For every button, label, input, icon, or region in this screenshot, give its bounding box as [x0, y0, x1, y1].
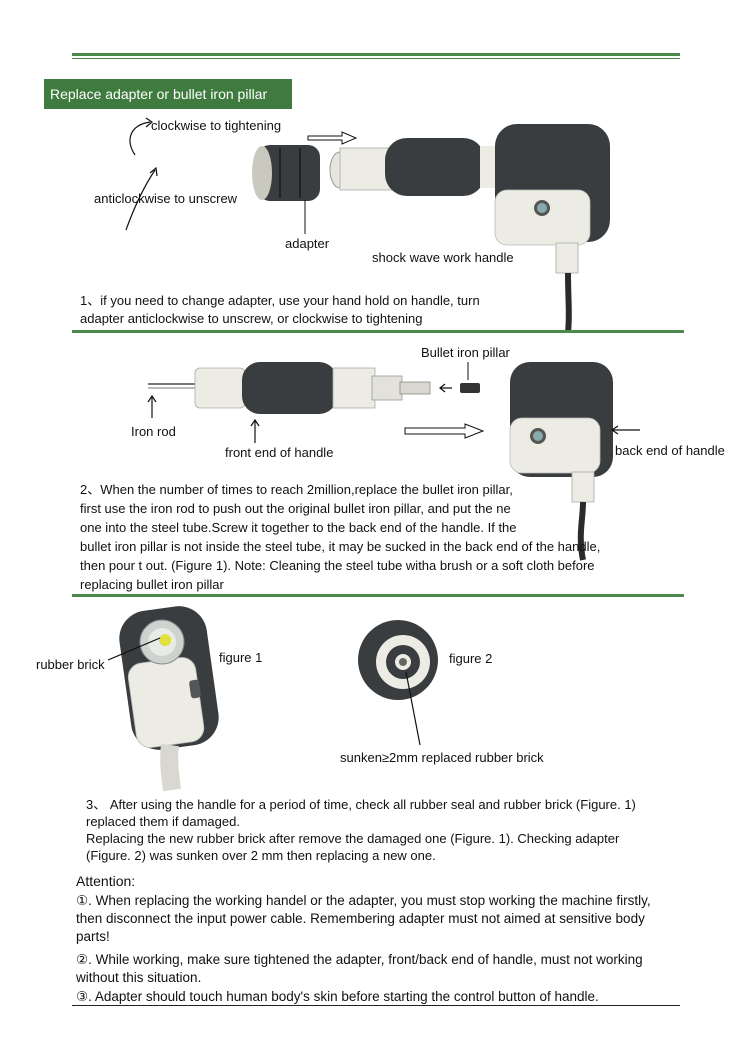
sunken-label: sunken≥2mm replaced rubber brick	[340, 750, 544, 765]
top-divider	[72, 53, 680, 56]
section-divider	[72, 330, 684, 333]
handle-label: shock wave work handle	[372, 250, 514, 265]
attention-item1-line1: ①. When replacing the working handel or …	[76, 893, 651, 908]
cable-icon	[577, 501, 586, 561]
attention-item1-line3: parts!	[76, 929, 110, 944]
direction-arrow-icon	[307, 131, 358, 145]
step1-line1: 1、if you need to change adapter, use you…	[80, 293, 480, 308]
front-end-icon	[194, 362, 431, 414]
section3-illustration	[107, 606, 438, 792]
step2-line: one into the steel tube.Screw it togethe…	[80, 520, 517, 535]
attention-item2-line1: ②. While working, make sure tightened th…	[76, 952, 643, 967]
clockwise-label: clockwise to tightening	[151, 118, 282, 133]
step2-line: then pour t out. (Figure 1). Note: Clean…	[80, 558, 595, 573]
step3-line: Replacing the new rubber brick after rem…	[86, 831, 620, 846]
step3-line: replaced them if damaged.	[86, 814, 240, 829]
adapter-icon	[252, 145, 320, 201]
cable-icon	[565, 272, 572, 333]
step1-line2: adapter anticlockwise to unscrew, or clo…	[80, 311, 423, 326]
attention-item1-line2: then disconnect the input power cable. R…	[76, 911, 645, 926]
back-end-icon	[509, 362, 613, 503]
bullet-pillar-icon	[460, 383, 480, 393]
step2-line: bullet iron pillar is not inside the ste…	[80, 539, 601, 554]
rubber-brick-icon	[159, 634, 171, 646]
figure2-adapter-icon	[358, 620, 438, 700]
step3-line: 3、 After using the handle for a period o…	[86, 797, 636, 812]
section1-illustration	[125, 117, 610, 333]
attention-title: Attention:	[76, 873, 136, 889]
anticlockwise-label: anticlockwise to unscrew	[94, 191, 238, 206]
figure1-label: figure 1	[219, 650, 263, 665]
figure1-handle-icon	[119, 606, 219, 792]
bottom-divider	[72, 1005, 680, 1006]
section-heading: Replace adapter or bullet iron pillar	[44, 79, 292, 109]
step3-line: (Figure. 2) was sunken over 2 mm then re…	[86, 848, 436, 863]
bullet-pillar-label: Bullet iron pillar	[421, 345, 510, 360]
clockwise-arrow-icon	[129, 121, 151, 156]
front-end-label: front end of handle	[225, 445, 334, 460]
step2-line: 2、When the number of times to reach 2mil…	[80, 482, 513, 497]
anticlockwise-arrow-icon	[125, 169, 156, 231]
section2-illustration	[147, 362, 640, 561]
attention-item3: ③. Adapter should touch human body's ski…	[76, 989, 599, 1004]
attention-item2-line2: without this situation.	[76, 970, 202, 985]
step2-line: replacing bullet iron pillar	[80, 577, 224, 592]
iron-rod-label: Iron rod	[131, 424, 176, 439]
direction-arrow-icon	[404, 423, 485, 439]
section-divider	[72, 594, 684, 597]
figure2-label: figure 2	[449, 651, 493, 666]
top-divider-thin	[72, 58, 680, 59]
adapter-label: adapter	[285, 236, 330, 251]
work-handle-icon	[329, 124, 610, 274]
iron-rod-icon	[148, 383, 200, 389]
back-end-label: back end of handle	[615, 443, 725, 458]
step2-line: first use the iron rod to push out the o…	[80, 501, 511, 516]
rubber-brick-label: rubber brick	[36, 657, 105, 672]
